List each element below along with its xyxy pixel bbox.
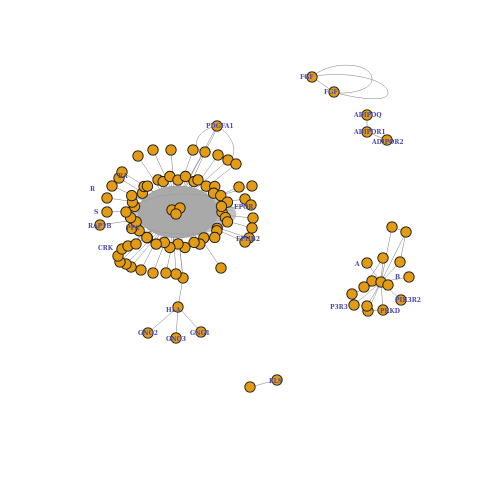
node xyxy=(179,170,192,183)
edge-cluster xyxy=(380,231,407,283)
node xyxy=(132,150,144,162)
node xyxy=(147,267,159,279)
node-label: GNG3 xyxy=(166,336,186,343)
node xyxy=(165,144,177,156)
node xyxy=(160,267,172,279)
node xyxy=(215,262,227,274)
node xyxy=(116,166,128,178)
node xyxy=(395,294,407,306)
node-label: ADIPOR2 xyxy=(371,139,404,146)
node xyxy=(400,226,412,238)
node-label: GNG1 xyxy=(190,330,210,337)
node-label: PIK3R2 xyxy=(395,297,421,304)
node xyxy=(170,208,182,220)
node-label: A xyxy=(354,261,360,268)
node xyxy=(230,158,242,170)
node-label: EPOR xyxy=(234,204,254,211)
node xyxy=(141,180,154,192)
node xyxy=(361,257,373,269)
node-label: GNG2 xyxy=(138,330,158,337)
node xyxy=(141,231,153,244)
node-label: R xyxy=(90,186,96,193)
node-label: FGF xyxy=(324,89,338,96)
node-label: PPA xyxy=(126,225,140,232)
node xyxy=(245,199,257,211)
node xyxy=(361,126,373,138)
node-label: EPHB2 xyxy=(236,236,260,243)
node xyxy=(361,300,373,312)
node xyxy=(170,332,182,344)
node-label: ADIPOQ xyxy=(353,112,382,119)
node-label: PRKD xyxy=(380,308,400,315)
node xyxy=(403,271,415,283)
node xyxy=(94,219,106,231)
node-label: FGF xyxy=(300,74,314,81)
node xyxy=(120,206,132,218)
node xyxy=(348,299,360,311)
node xyxy=(244,381,256,393)
node xyxy=(199,146,211,158)
node-label: RAP1B xyxy=(88,223,111,230)
node-label: CRK xyxy=(98,245,114,252)
node-label: ELS xyxy=(269,378,282,385)
node xyxy=(394,256,406,268)
node xyxy=(135,264,147,276)
node xyxy=(381,134,393,146)
node xyxy=(101,192,113,204)
node xyxy=(346,288,358,300)
node xyxy=(170,268,182,280)
edge-cluster xyxy=(353,281,382,306)
self-loop-edge xyxy=(311,64,373,94)
node xyxy=(106,180,118,192)
node xyxy=(215,200,228,213)
node xyxy=(377,304,389,316)
node xyxy=(187,144,199,156)
edge-chain xyxy=(147,306,179,334)
node xyxy=(386,221,398,233)
node xyxy=(209,231,221,244)
edge-chain xyxy=(177,306,202,333)
node xyxy=(246,180,258,192)
node-label: ADIPOR1 xyxy=(353,129,386,136)
node xyxy=(361,109,373,121)
node xyxy=(271,374,283,386)
node xyxy=(377,252,389,264)
node-label: PDGFA1 xyxy=(206,123,234,130)
node xyxy=(233,181,245,193)
node xyxy=(211,120,223,132)
node xyxy=(212,149,224,161)
node-label: S xyxy=(94,209,98,216)
node xyxy=(239,236,251,248)
node xyxy=(382,279,394,291)
node xyxy=(192,174,204,186)
node xyxy=(188,236,200,249)
node xyxy=(172,301,184,313)
node xyxy=(221,216,234,228)
node-label: B xyxy=(395,274,400,281)
node xyxy=(126,190,138,202)
node xyxy=(328,86,340,98)
node xyxy=(101,206,113,218)
node-label: RA xyxy=(118,173,128,180)
node xyxy=(147,144,159,156)
node xyxy=(150,238,162,250)
node xyxy=(358,281,370,293)
node xyxy=(247,212,259,224)
node xyxy=(130,238,142,250)
node xyxy=(306,71,318,83)
node xyxy=(195,326,207,338)
node-label: HLA xyxy=(166,307,181,314)
node-layer xyxy=(94,71,415,393)
node xyxy=(142,327,154,339)
node-label: P3R3 xyxy=(330,304,348,311)
node xyxy=(246,222,258,234)
